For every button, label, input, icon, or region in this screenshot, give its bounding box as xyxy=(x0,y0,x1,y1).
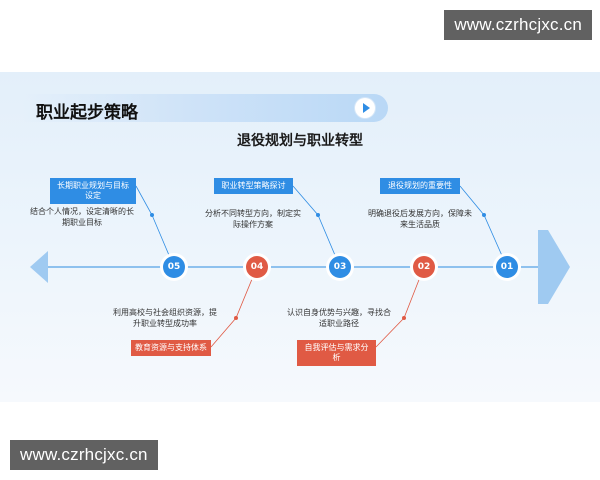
play-icon[interactable] xyxy=(355,98,375,118)
label-01: 退役规划的重要性 xyxy=(380,178,460,194)
node-01: 01 xyxy=(496,256,518,278)
description-04: 利用高校与社会组织资源，提升职业转型成功率 xyxy=(113,308,217,328)
label-02: 自我评估与需求分析 xyxy=(297,340,376,366)
connector-05 xyxy=(135,185,175,268)
right-arrow-icon xyxy=(538,230,570,304)
node-04: 04 xyxy=(246,256,268,278)
connector-dot-05 xyxy=(150,213,154,217)
description-02: 认识自身优势与兴趣，寻找合适职业路径 xyxy=(287,308,391,328)
diagram-title: 退役规划与职业转型 xyxy=(237,133,363,149)
section-title: 职业起步策略 xyxy=(36,103,138,123)
label-03: 职业转型策略探讨 xyxy=(214,178,293,194)
connector-dot-04 xyxy=(234,316,238,320)
section-title-bar xyxy=(22,94,388,122)
watermark-bottom: www.czrhcjxc.cn xyxy=(10,440,158,470)
connector-dot-01 xyxy=(482,213,486,217)
label-05: 长期职业规划与目标设定 xyxy=(50,178,136,204)
description-05: 结合个人情况，设定清晰的长期职业目标 xyxy=(30,207,134,227)
node-05: 05 xyxy=(163,256,185,278)
description-01: 明确退役后发展方向，保障未来生活品质 xyxy=(368,209,472,229)
connector-dot-03 xyxy=(316,213,320,217)
label-04: 教育资源与支持体系 xyxy=(131,340,211,356)
left-arrow-icon xyxy=(30,251,48,283)
connector-dot-02 xyxy=(402,316,406,320)
node-03: 03 xyxy=(329,256,351,278)
description-03: 分析不同转型方向，制定实际操作方案 xyxy=(205,209,301,229)
watermark-top: www.czrhcjxc.cn xyxy=(444,10,592,40)
node-02: 02 xyxy=(413,256,435,278)
